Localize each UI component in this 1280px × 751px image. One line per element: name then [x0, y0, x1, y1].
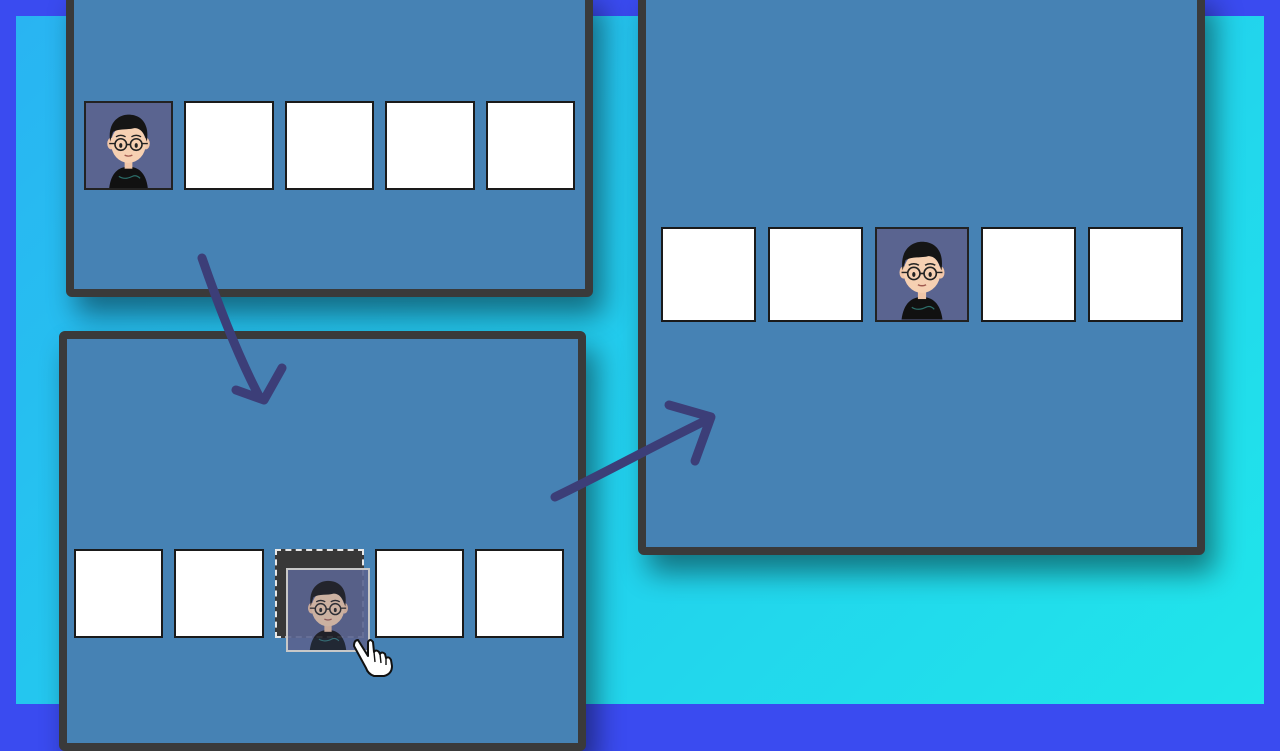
panel-step-2-dragging [59, 331, 586, 751]
slot-3-with-avatar[interactable] [875, 227, 969, 322]
slot-4-empty[interactable] [981, 227, 1076, 322]
cartoon-person-avatar-icon[interactable] [86, 103, 171, 188]
slot-2-empty[interactable] [768, 227, 863, 322]
cartoon-person-avatar-icon[interactable] [877, 229, 967, 320]
slot-2-empty[interactable] [174, 549, 264, 638]
slot-1-with-avatar[interactable] [84, 101, 173, 190]
slot-1-empty[interactable] [74, 549, 163, 638]
dragged-avatar-ghost[interactable] [286, 568, 370, 652]
slot-4-empty[interactable] [385, 101, 475, 190]
curved-arrow-icon [197, 253, 287, 405]
hand-pointer-icon [353, 639, 393, 677]
slot-3-empty[interactable] [285, 101, 374, 190]
slot-2-empty[interactable] [184, 101, 274, 190]
curved-arrow-icon [550, 400, 716, 502]
slot-5-empty[interactable] [1088, 227, 1183, 322]
slot-5-empty[interactable] [475, 549, 564, 638]
slot-5-empty[interactable] [486, 101, 575, 190]
slot-1-empty[interactable] [661, 227, 756, 322]
slot-4-empty[interactable] [375, 549, 464, 638]
